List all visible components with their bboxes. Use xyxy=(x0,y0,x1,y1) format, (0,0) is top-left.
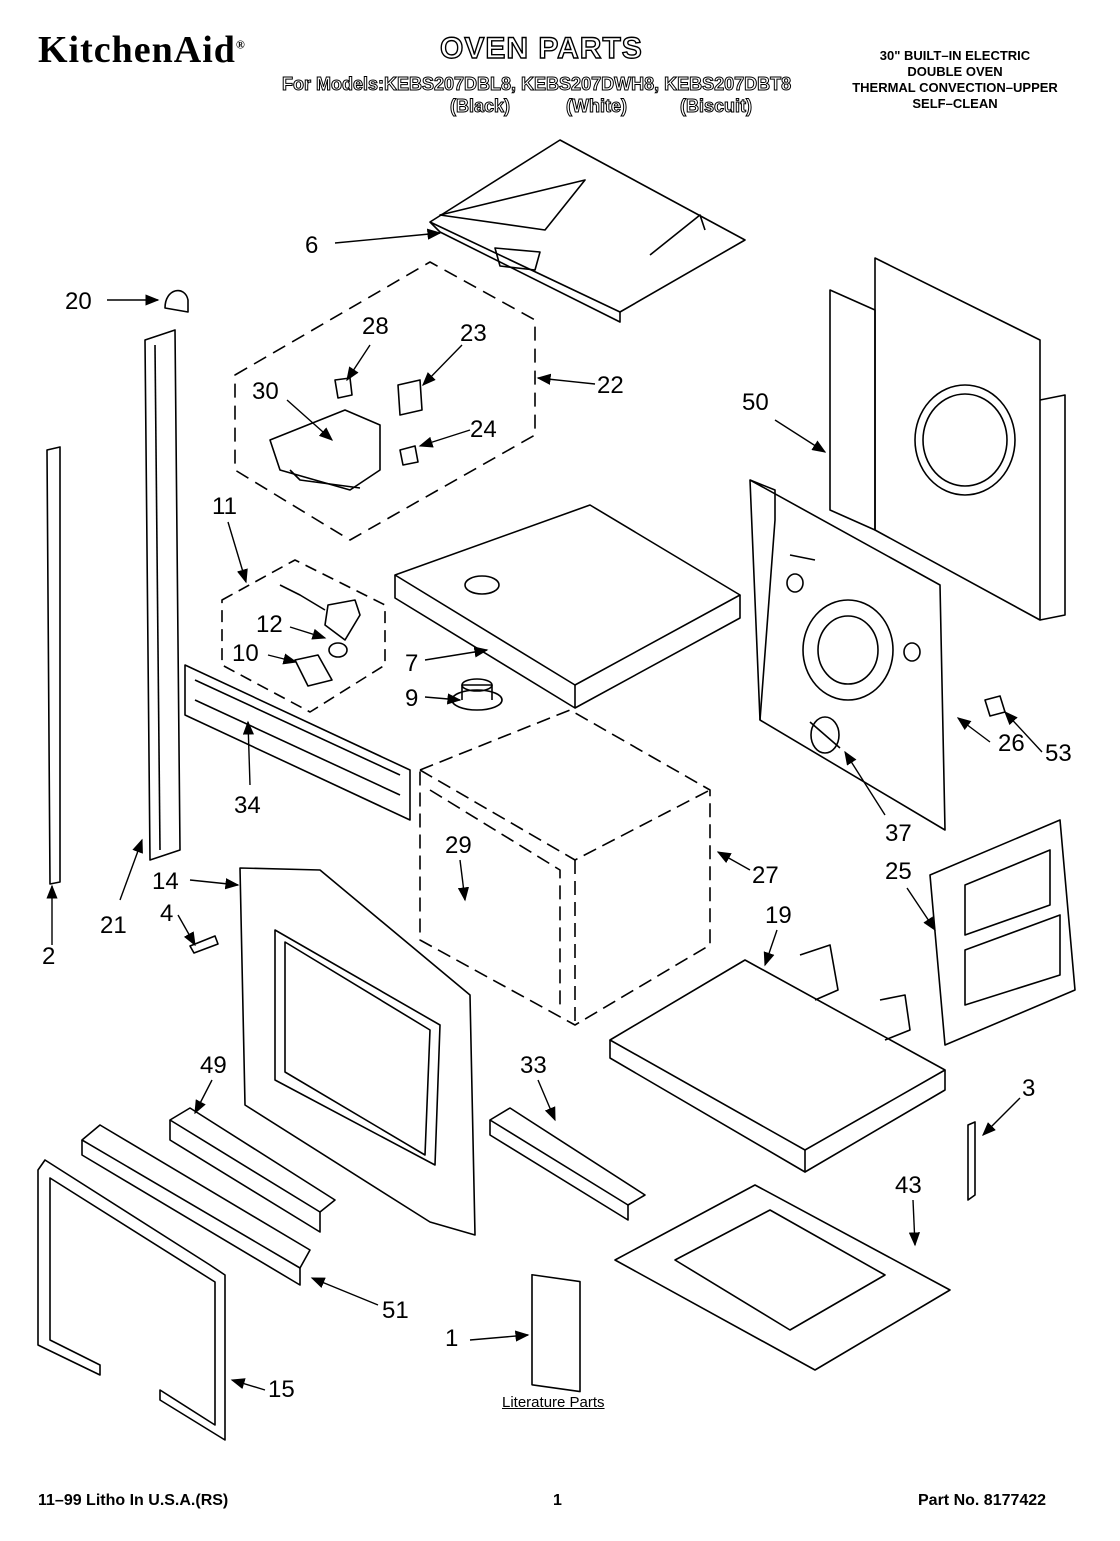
part-53-clip xyxy=(984,695,1006,717)
callout-27: 27 xyxy=(752,862,779,889)
part-12-10-light-parts xyxy=(279,584,361,687)
part-26-convection-fan-bracket xyxy=(749,479,946,831)
callout-3: 3 xyxy=(1022,1075,1036,1102)
page-title: OVEN PARTS xyxy=(439,31,643,65)
part-6-top-vent-panel xyxy=(429,139,746,323)
callout-33: 33 xyxy=(520,1052,547,1079)
spec-line: DOUBLE OVEN xyxy=(907,64,1003,79)
callout-9: 9 xyxy=(405,685,419,712)
callout-25: 25 xyxy=(885,858,912,885)
footer-page-number: 1 xyxy=(553,1492,562,1509)
callout-15: 15 xyxy=(268,1376,295,1403)
part-27-oven-liner xyxy=(419,709,711,1026)
footer-part-number: Part No. 8177422 xyxy=(918,1492,1047,1509)
footer-litho: 11–99 Litho In U.S.A.(RS) xyxy=(38,1492,229,1509)
callout-24: 24 xyxy=(470,416,497,443)
callout-4: 4 xyxy=(160,900,174,927)
brand-logo: KitchenAid® xyxy=(38,29,246,71)
models-line: For Models:KEBS207DBL8, KEBS207DWH8, KEB… xyxy=(281,74,792,95)
finish-black: (Black) xyxy=(449,96,511,117)
finish-biscuit: (Biscuit) xyxy=(680,96,753,117)
callout-14: 14 xyxy=(152,868,179,895)
callout-28: 28 xyxy=(362,313,389,340)
part-21-side-trim xyxy=(144,329,181,861)
callout-19: 19 xyxy=(765,902,792,929)
callout-6: 6 xyxy=(305,232,319,259)
callout-53: 53 xyxy=(1045,740,1072,767)
part-28-23-30-24-control-parts xyxy=(269,377,423,491)
callout-20: 20 xyxy=(65,288,92,315)
callout-10: 10 xyxy=(232,640,259,667)
callout-1: 1 xyxy=(445,1325,459,1352)
callout-26: 26 xyxy=(998,730,1025,757)
part-34-vent-grille xyxy=(184,664,411,821)
part-33-channel xyxy=(489,1107,646,1221)
part-37-thermal-cutoff xyxy=(809,716,841,754)
part-11-light-assembly-box xyxy=(221,559,386,713)
spec-block: 30" BUILT–IN ELECTRIC DOUBLE OVEN THERMA… xyxy=(830,48,1080,112)
callout-30: 30 xyxy=(252,378,279,405)
callout-11: 11 xyxy=(212,493,237,520)
spec-line: SELF–CLEAN xyxy=(912,96,998,111)
part-20-cap xyxy=(164,289,189,313)
callout-7: 7 xyxy=(405,650,419,677)
part-50-rear-panel xyxy=(829,257,1066,621)
part-15-door-gasket xyxy=(37,1159,226,1441)
spec-line: 30" BUILT–IN ELECTRIC xyxy=(879,48,1031,63)
part-22-control-assembly-box xyxy=(234,261,536,541)
callout-50: 50 xyxy=(742,389,769,416)
callout-49: 49 xyxy=(200,1052,227,1079)
callout-2: 2 xyxy=(42,943,56,970)
spec-line: THERMAL CONVECTION–UPPER xyxy=(852,80,1058,95)
part-3-bracket xyxy=(967,1121,976,1201)
callout-51: 51 xyxy=(382,1297,409,1324)
callout-29: 29 xyxy=(445,832,472,859)
callout-12: 12 xyxy=(256,611,283,638)
part-7-oven-top xyxy=(394,504,741,709)
part-19-bottom-tray xyxy=(609,944,946,1173)
part-9-blower xyxy=(451,678,503,711)
part-1-literature xyxy=(531,1273,581,1393)
callout-22: 22 xyxy=(597,372,624,399)
part-49-channel xyxy=(169,1107,336,1233)
part-25-side-panel xyxy=(929,819,1076,1046)
literature-parts-label: Literature Parts xyxy=(502,1394,605,1411)
part-2-side-trim xyxy=(46,446,61,885)
callout-34: 34 xyxy=(234,792,261,819)
part-14-front-frame xyxy=(239,867,476,1236)
callout-43: 43 xyxy=(895,1172,922,1199)
finish-white: (White) xyxy=(566,96,628,117)
part-43-bottom-pan xyxy=(614,1184,951,1371)
part-4-screw xyxy=(189,935,219,954)
callout-37: 37 xyxy=(885,820,912,847)
callout-21: 21 xyxy=(100,912,127,939)
callout-23: 23 xyxy=(460,320,487,347)
part-51-vent-strip xyxy=(81,1124,311,1286)
callout-leaders xyxy=(46,228,1043,1391)
